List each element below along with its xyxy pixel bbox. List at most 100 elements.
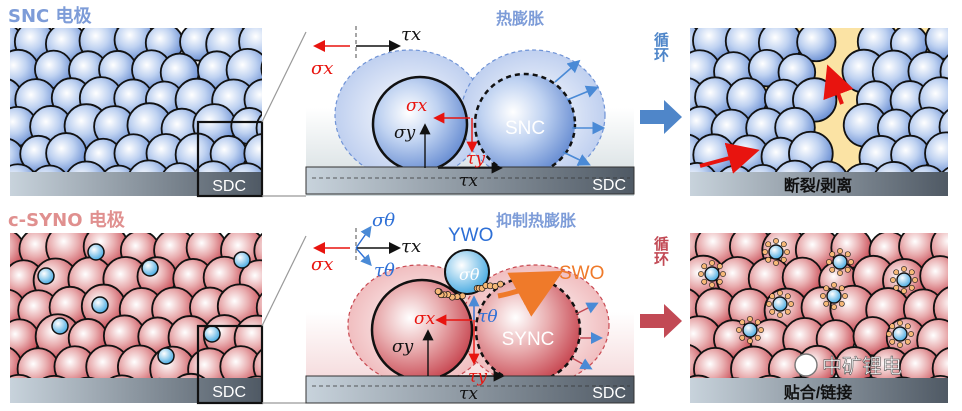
swo-bead <box>912 277 918 283</box>
swo-arrow <box>497 270 564 317</box>
ywo-nanoparticle <box>896 272 912 288</box>
swo-bead <box>762 249 768 255</box>
particle-label: SYNC <box>502 329 555 350</box>
stress-symbol: σθ <box>459 265 480 284</box>
swo-bead <box>754 334 761 341</box>
swo-bead <box>765 256 772 263</box>
swo-bead <box>780 241 787 248</box>
stress-symbol: τθ <box>478 307 498 327</box>
swo-bead <box>904 338 911 345</box>
swo-bead <box>820 293 826 299</box>
ywo-nanoparticle <box>157 347 175 365</box>
panel-title: SNC 电极 <box>8 5 93 27</box>
swo-bead <box>897 320 903 326</box>
sdc-substrate <box>305 375 635 404</box>
ywo-nanoparticle <box>203 325 221 343</box>
swo-bead <box>889 323 896 330</box>
swo-bead <box>897 342 903 348</box>
swo-bead <box>739 319 746 326</box>
snc-particle-expanded <box>473 72 577 176</box>
swo-bead <box>848 259 854 265</box>
ywo-nanoparticle <box>233 251 251 269</box>
zoom-box <box>196 120 264 198</box>
stress-symbol: σx <box>311 58 333 79</box>
snc-particle <box>371 75 469 173</box>
ywo-nanoparticle <box>772 296 788 312</box>
ywo-nanoparticle <box>51 317 69 335</box>
sdc-substrate <box>10 172 262 196</box>
ywo-nanoparticle <box>141 259 159 277</box>
swo-bead <box>766 301 772 307</box>
stress-symbol: σx <box>414 309 436 329</box>
sync-particle <box>252 348 262 385</box>
swo-bead <box>893 284 900 291</box>
stress-symbol: σθ <box>372 210 395 231</box>
stress-symbol: τθ <box>374 260 395 281</box>
swo-bead <box>739 334 746 341</box>
swo-bead <box>838 285 845 292</box>
sigma-theta-arrow <box>355 225 372 249</box>
sdc-substrate <box>10 378 262 403</box>
cycle-arrow: 循环 <box>640 31 682 134</box>
swo-bead <box>747 316 753 322</box>
ywo-nanoparticle <box>768 244 784 260</box>
swo-bead <box>769 308 776 315</box>
crack-arrow <box>823 64 854 105</box>
ywo-nanoparticle <box>832 254 848 270</box>
swo-bead <box>823 300 830 307</box>
swo-bead <box>777 312 783 318</box>
surface-label: SWO <box>559 263 604 284</box>
snc-particle <box>260 61 262 77</box>
swo-bead <box>716 278 723 285</box>
cycle-label: 循环 <box>652 235 670 267</box>
swo-bead <box>829 251 836 258</box>
substrate <box>690 172 948 196</box>
zoom-line <box>261 235 307 327</box>
swo-bead <box>831 304 837 310</box>
c-syno-bonded-panel: 贴合/链接 中矿锂电 <box>690 233 948 403</box>
stress-symbol: τx <box>401 236 421 257</box>
swo-bead <box>908 284 915 291</box>
zoom-line <box>261 31 307 123</box>
swo-bead <box>701 278 708 285</box>
ywo-nanoparticle <box>742 322 758 338</box>
ywo-nanoparticle <box>704 266 720 282</box>
stress-symbol: σy <box>392 337 414 357</box>
snc-cracked-panel: 断裂/剥离 <box>690 28 948 196</box>
swo-bead <box>765 241 772 248</box>
substrate <box>690 378 948 403</box>
swo-bead <box>720 271 726 277</box>
swo-bead <box>754 319 761 326</box>
swo-bead <box>844 251 851 258</box>
panel-title: c-SYNO 电极 <box>8 209 126 231</box>
stress-symbol: σx <box>406 96 428 116</box>
swo-bead <box>497 280 504 288</box>
swo-bead <box>889 338 896 345</box>
swo-bead <box>829 266 836 273</box>
swo-bead <box>773 260 779 266</box>
swo-bead <box>908 331 914 337</box>
swo-bead <box>908 269 915 276</box>
suppressed-expansion-schematic: SYNC SWO YWO SDC σθ τx σx τθ σθ σx τθ <box>305 210 635 404</box>
ywo-nanoparticle <box>87 243 105 261</box>
swo-bead <box>831 282 837 288</box>
swo-bead <box>701 263 708 270</box>
stress-symbol: σx <box>311 254 333 275</box>
ywo-nanoparticle <box>91 296 109 314</box>
stress-symbol: τx <box>459 171 478 191</box>
result-label: 断裂/剥离 <box>784 176 852 195</box>
stress-symbol: τy <box>466 149 485 169</box>
c-syno-electrode-panel: SDC c-SYNO 电极 <box>8 209 264 405</box>
panel-heading: 抑制热膨胀 <box>496 211 576 230</box>
swo-bead <box>904 323 911 330</box>
swo-bead <box>747 338 753 344</box>
swo-bead <box>837 248 843 254</box>
thermal-expansion-schematic: SNC SDC τx σx σx σy τy τx 热膨胀 <box>305 9 635 196</box>
swo-bead <box>893 269 900 276</box>
swo-bead <box>709 260 715 266</box>
swo-bead <box>784 308 791 315</box>
swo-bead <box>826 259 832 265</box>
swo-bead <box>777 290 783 296</box>
cycle-label: 循环 <box>652 31 670 63</box>
